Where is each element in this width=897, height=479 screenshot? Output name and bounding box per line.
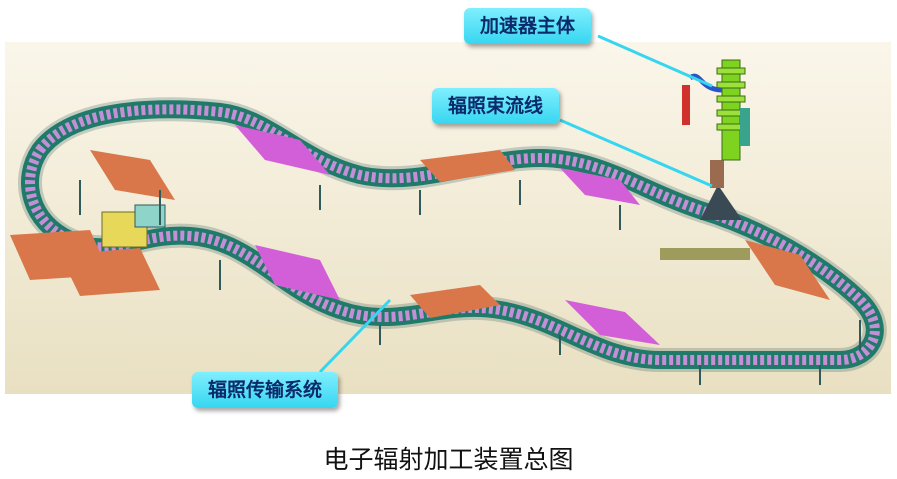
beam-line-icon: [660, 160, 750, 260]
conveyor-leader-line: [318, 298, 392, 374]
accelerator-leader-line: [597, 34, 713, 88]
conveyor-icon: [10, 97, 887, 385]
beam-line-leader-line: [559, 118, 713, 188]
accelerator-label: 加速器主体: [464, 8, 592, 44]
leader-lines: [318, 34, 713, 374]
beam-line-label: 辐照束流线: [432, 88, 560, 124]
figure-caption: 电子辐射加工装置总图: [323, 445, 574, 474]
conveyor-label: 辐照传输系统: [192, 372, 339, 408]
accelerator-icon: [682, 59, 750, 161]
